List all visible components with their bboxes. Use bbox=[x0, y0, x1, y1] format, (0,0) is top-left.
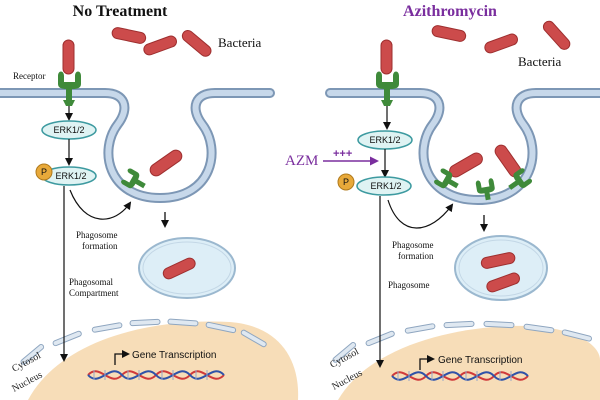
bacterium bbox=[143, 35, 177, 56]
phagosome-inner bbox=[458, 239, 544, 297]
plasma-membrane-inner bbox=[327, 90, 600, 204]
phagosome-formation-arrow bbox=[69, 189, 132, 220]
panel-no-treatment: No Treatment Cytosol Nucleus Gene Transc… bbox=[0, 3, 299, 400]
receptor-icon bbox=[58, 71, 81, 106]
bacterium bbox=[111, 27, 147, 44]
phosphate-icon bbox=[337, 173, 355, 191]
azm-label: AZM bbox=[285, 153, 318, 169]
panel-azithromycin: Azithromycin Cytosol Nucleus Gene Transc… bbox=[285, 3, 600, 400]
receptor-icon bbox=[376, 71, 399, 106]
bacterium bbox=[62, 39, 75, 75]
gene-transcription-label: Gene Transcription bbox=[438, 355, 523, 366]
bacterium bbox=[486, 272, 520, 293]
phosphate-icon bbox=[35, 163, 53, 181]
receptor-label: Receptor bbox=[13, 71, 45, 81]
dna-helix bbox=[391, 371, 529, 381]
phagosome-formation-line2: formation bbox=[82, 241, 118, 251]
phagosome-formation-line2: formation bbox=[398, 251, 434, 261]
phospho-erk-node bbox=[356, 176, 412, 196]
bacterium bbox=[449, 152, 483, 178]
receptor-icon bbox=[508, 168, 533, 190]
plasma-membrane-inner bbox=[0, 90, 273, 202]
bacterium bbox=[542, 20, 571, 50]
dna-helix bbox=[87, 370, 225, 380]
phosphate-label: P bbox=[41, 167, 47, 177]
bacterium bbox=[162, 257, 196, 280]
transcription-arrow bbox=[114, 350, 130, 365]
phosphate-label: P bbox=[343, 177, 349, 187]
phospho-erk-label: ERK1/2 bbox=[370, 181, 401, 191]
nucleus-region bbox=[28, 321, 299, 400]
bacterium bbox=[181, 29, 212, 57]
receptor-icon bbox=[121, 168, 146, 189]
phagosome-formation-arrow bbox=[387, 199, 454, 229]
panel-title: No Treatment bbox=[73, 3, 168, 20]
erk-label: ERK1/2 bbox=[53, 125, 84, 135]
panel-title: Azithromycin bbox=[403, 3, 497, 20]
phagosome-label: Phagosome bbox=[388, 280, 430, 290]
phagosome-inner bbox=[142, 241, 232, 295]
erk-label: ERK1/2 bbox=[369, 135, 400, 145]
nucleus-region bbox=[338, 325, 600, 400]
phagosomal-compartment-line1: Phagosomal bbox=[69, 277, 113, 287]
bacteria-label: Bacteria bbox=[218, 35, 262, 50]
phagosome bbox=[454, 235, 548, 301]
bacterium bbox=[480, 252, 516, 269]
bacterium bbox=[484, 33, 518, 54]
phospho-erk-label: ERK1/2 bbox=[55, 171, 86, 181]
gene-transcription-label: Gene Transcription bbox=[132, 350, 217, 361]
bacterium bbox=[149, 149, 183, 177]
transcription-arrow bbox=[419, 355, 435, 370]
receptor-icon bbox=[434, 168, 459, 189]
bacterium bbox=[431, 25, 467, 42]
nuclear-envelope bbox=[20, 318, 267, 365]
bacterium bbox=[380, 39, 393, 75]
phagosome-formation-line1: Phagosome bbox=[392, 240, 434, 250]
phagosome-formation-line1: Phagosome bbox=[76, 230, 118, 240]
receptor-icon bbox=[475, 178, 495, 201]
azm-marks: +++ bbox=[333, 148, 352, 160]
bacteria-label: Bacteria bbox=[518, 54, 562, 69]
nuclear-envelope bbox=[332, 320, 593, 363]
phagosomal-compartment-line2: Compartment bbox=[69, 288, 119, 298]
